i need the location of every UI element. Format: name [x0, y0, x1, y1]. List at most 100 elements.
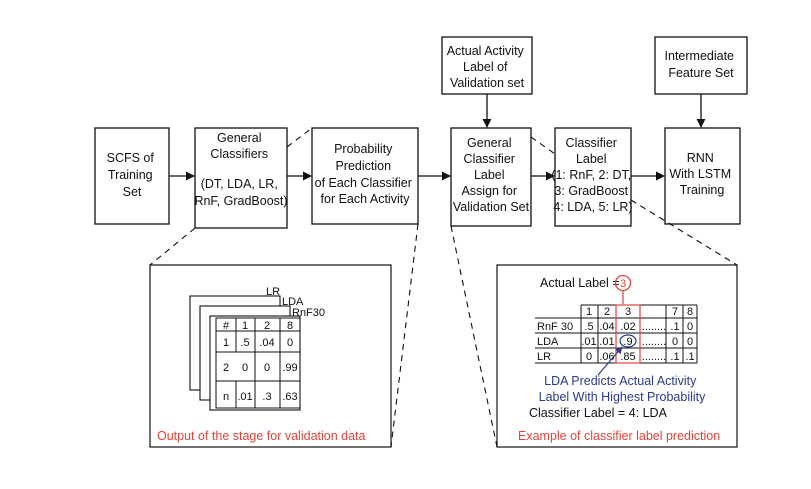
svg-text:Intermediate Feature Set: Intermediate Feature Set	[665, 49, 738, 80]
right-table-header: 8	[687, 306, 693, 318]
rnn-line: With LSTM	[669, 167, 731, 181]
max-probability-circle	[619, 334, 637, 348]
right-table-dots: ........	[642, 336, 666, 348]
right-row-name: LDA	[537, 336, 559, 348]
classifier-label-box	[554, 127, 632, 227]
left-table-header: 2	[264, 320, 270, 332]
right-table-dots: ........	[642, 321, 666, 333]
dashed-guide	[630, 199, 738, 266]
left-table-cell: 0	[287, 337, 293, 349]
dashed-guide	[390, 223, 419, 448]
right-table-cell: .04	[599, 321, 614, 333]
sheet-label-lda: LDA	[282, 296, 304, 308]
classifier-label-result: Classifier Label = 4: LDA	[529, 406, 668, 420]
svg-text:RNN With LSTM Training: RNN With LSTM Training	[669, 151, 734, 197]
actual-label-circle	[614, 274, 632, 292]
right-table-cell: .85	[620, 351, 635, 363]
scfs-line: SCFS of	[107, 151, 155, 165]
general-classifiers-box	[194, 127, 288, 229]
scfs-line: Set	[123, 185, 142, 199]
right-table-dots: ........	[642, 351, 666, 363]
label-assign-line: Label	[474, 168, 505, 182]
left-table-frame	[215, 317, 301, 409]
sheet-label-lr: LR	[266, 286, 280, 298]
svg-text:Actual Activity Label of: Actual Activity Label of Validation set	[447, 44, 528, 90]
left-table-cell: 1	[223, 337, 229, 349]
actual-label-text: Actual Label =	[540, 276, 620, 290]
right-table-cell: .02	[620, 321, 635, 333]
general-classifiers-line: (DT, LDA, LR,	[201, 177, 278, 191]
left-table-cell: .01	[237, 391, 252, 403]
svg-text:General Classifiers (D: General Classifiers (DT, LDA, LR, RnF, G…	[194, 131, 287, 208]
right-row-name: LR	[537, 351, 551, 363]
probability-line: for Each Activity	[321, 192, 411, 206]
probability-line: of Each Classifier	[315, 176, 412, 190]
annotation-line: Label With Highest Probability	[539, 390, 706, 404]
left-table-cell: .5	[240, 337, 249, 349]
probability-line: Prediction	[335, 159, 391, 173]
classifier-label-line: 4: LDA, 5: LR)	[553, 200, 632, 214]
left-table-header: #	[223, 320, 230, 332]
left-table-cell: .99	[282, 362, 297, 374]
scfs-line: Training	[108, 168, 153, 182]
left-table-header: 8	[287, 320, 293, 332]
left-table-cell: .3	[262, 391, 271, 403]
intermediate-line: Feature Set	[668, 66, 734, 80]
left-table-cells: # 1 2 8 1 .5 .04 0 2 0 0 .99 n .01 .3 .6…	[223, 320, 298, 403]
general-classifiers-line: General	[217, 131, 261, 145]
left-table-header: 1	[242, 320, 248, 332]
svg-text:General Classifier Lab: General Classifier Label Assign for Vali…	[453, 136, 530, 214]
general-classifiers-line: RnF, GradBoost)	[194, 194, 287, 208]
actual-activity-line: Label of	[463, 60, 508, 74]
classifier-label-line: (1: RnF, 2: DT,	[551, 168, 631, 182]
annotation-text: LDA Predicts Actual Activity Label With …	[539, 374, 706, 404]
left-table-cell: 0	[264, 362, 270, 374]
dashed-guides	[149, 127, 738, 448]
left-table-cell: n	[223, 391, 229, 403]
right-panel-caption: Example of classifier label prediction	[518, 429, 720, 443]
dashed-guide	[450, 225, 498, 448]
svg-text:Probability Prediction: Probability Prediction of Each Classifie…	[315, 142, 416, 206]
left-panel-caption: Output of the stage for validation data	[157, 429, 366, 443]
left-table-cell: 0	[242, 362, 248, 374]
left-table-cell: 2	[223, 362, 229, 374]
dashed-guide	[149, 227, 196, 266]
right-table-header: 1	[586, 306, 592, 318]
right-table-cell: 0	[586, 351, 592, 363]
label-assign-box	[450, 127, 532, 227]
left-table	[215, 317, 301, 409]
classifier-label-line: Classifier	[566, 136, 617, 150]
label-assign-line: Validation Set	[453, 200, 530, 214]
svg-text:Classifier Label (1: R: Classifier Label (1: RnF, 2: DT, 3: Grad…	[551, 136, 634, 214]
dashed-guide	[530, 136, 556, 155]
right-table-cell: 0	[687, 321, 693, 333]
rnn-line: Training	[680, 183, 725, 197]
classifier-label-line: 3: GradBoost	[554, 184, 628, 198]
right-table-cell: 0	[687, 336, 693, 348]
right-table-cell: .06	[599, 351, 614, 363]
rnn-box	[664, 127, 741, 225]
actual-activity-line: Validation set	[450, 76, 525, 90]
left-table-cell: .04	[259, 337, 274, 349]
right-row-name: RnF 30	[537, 321, 573, 333]
right-table-cell: .1	[670, 321, 679, 333]
dashed-guide	[286, 127, 313, 148]
label-assign-line: Assign for	[461, 184, 517, 198]
right-table-cell: .01	[599, 336, 614, 348]
classifier-label-line: Label	[576, 152, 607, 166]
right-table-header: 3	[625, 306, 631, 318]
left-panel	[149, 264, 392, 448]
right-table-cell: .5	[584, 321, 593, 333]
label-assign-line: General	[467, 136, 511, 150]
right-table-cell: .1	[670, 351, 679, 363]
flow-arrows	[169, 94, 706, 181]
svg-text:SCFS of Training Set: SCFS of Training Set	[107, 151, 158, 199]
rnn-line: RNN	[687, 151, 714, 165]
intermediate-line: Intermediate	[665, 49, 735, 63]
right-table-header: 2	[604, 306, 610, 318]
probability-line: Probability	[334, 142, 393, 156]
right-table-cell: 0	[672, 336, 678, 348]
actual-activity-line: Actual Activity	[447, 44, 525, 58]
right-table-cell: .01	[581, 336, 596, 348]
